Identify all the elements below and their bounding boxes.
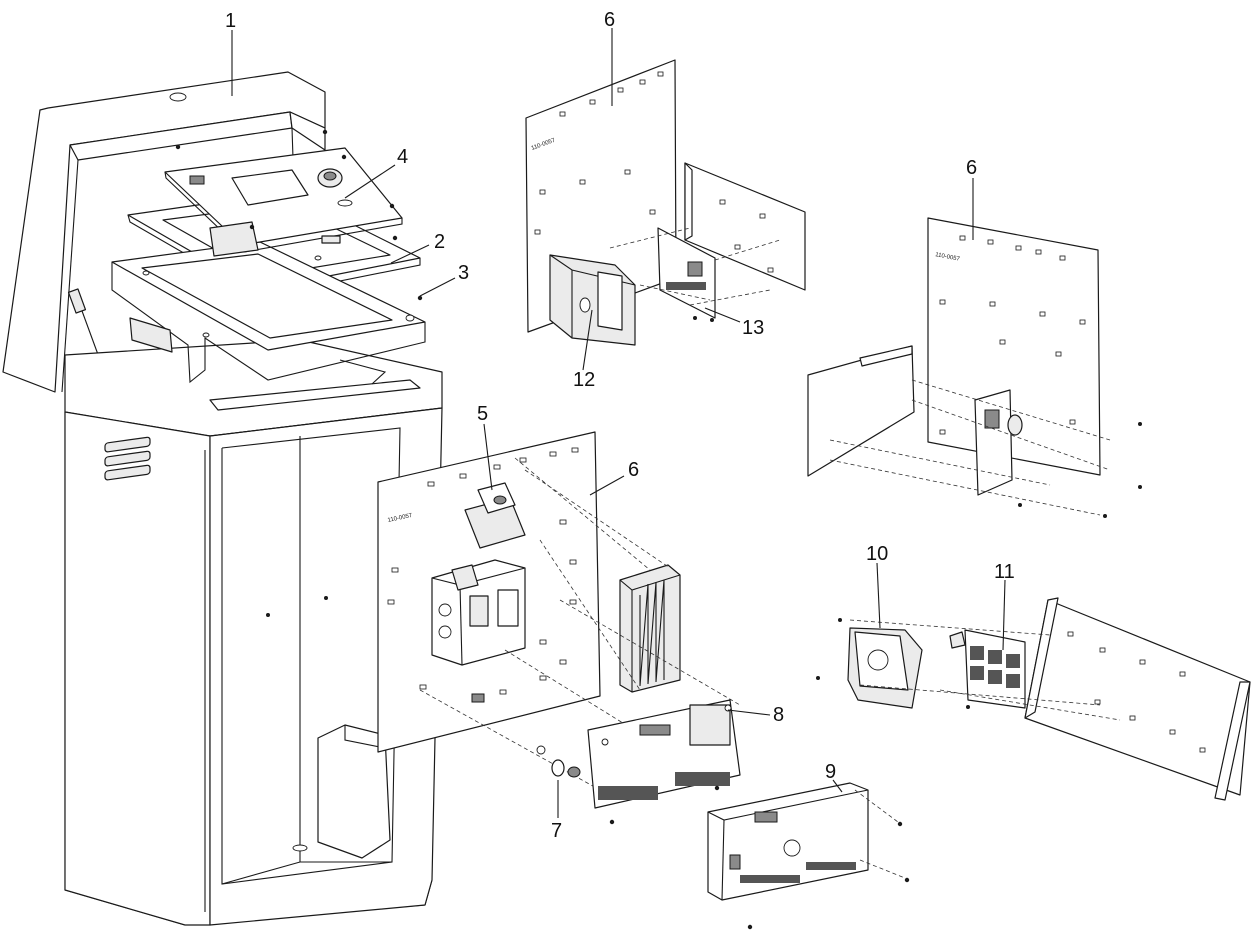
- cabinet-part-1: [2, 71, 443, 926]
- callout-label: 8: [773, 704, 784, 726]
- board-housing-part-9: [609, 782, 910, 930]
- mounting-plate-center-part-6: 110-0057: [377, 431, 741, 791]
- callout-numbers: 1 2 3 4 5 6 6 6 7 8 9 10 11 12 13: [225, 9, 1015, 842]
- callout-label: 13: [742, 317, 764, 339]
- mounting-bracket-parts-10-11: [816, 597, 1251, 801]
- callout-label: 7: [551, 820, 562, 842]
- mounting-plate-top-part-6: 110-0057: [525, 59, 806, 346]
- callout-label: 4: [397, 146, 408, 168]
- callout-label: 3: [458, 262, 469, 284]
- mounting-plate-right-part-6: 110-0057: [807, 217, 1142, 518]
- callout-label: 10: [866, 543, 888, 565]
- callout-label: 9: [825, 761, 836, 783]
- callout-label: 6: [628, 459, 639, 481]
- callout-label: 5: [477, 403, 488, 425]
- callout-label: 2: [434, 231, 445, 253]
- callout-label: 6: [966, 157, 977, 179]
- callout-label: 1: [225, 10, 236, 32]
- callout-leaders: [231, 28, 1006, 818]
- callout-label: 12: [573, 369, 595, 391]
- control-board-part-8: [587, 699, 741, 809]
- svg-text:110-0057: 110-0057: [387, 513, 413, 524]
- frame-part-3: [111, 241, 426, 384]
- standoff-part-7: [536, 745, 581, 778]
- callout-label: 6: [604, 9, 615, 31]
- svg-text:110-0057: 110-0057: [935, 252, 961, 263]
- callout-label: 11: [994, 561, 1015, 583]
- display-panel-part-4: [164, 129, 423, 301]
